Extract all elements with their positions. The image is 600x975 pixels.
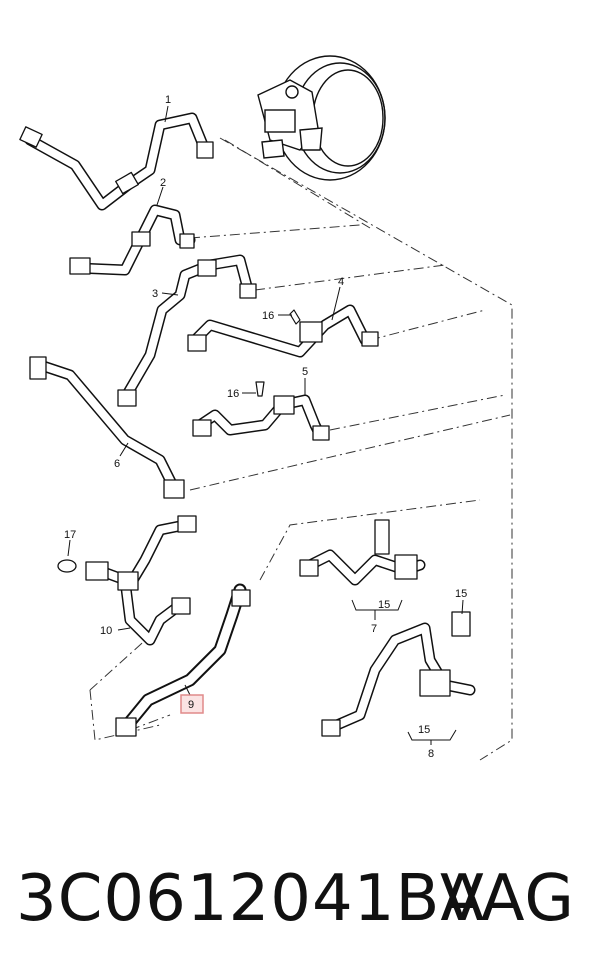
callout-7: 7 bbox=[371, 623, 377, 635]
callout-16a: 16 bbox=[262, 310, 274, 322]
callout-15b: 15 bbox=[455, 588, 467, 600]
callout-17: 17 bbox=[64, 529, 76, 541]
callout-1: 1 bbox=[165, 94, 171, 106]
callout-2: 2 bbox=[160, 177, 166, 189]
hose-9 bbox=[115, 583, 251, 737]
callout-5: 5 bbox=[302, 366, 308, 378]
hose-10 bbox=[57, 515, 197, 646]
callout-labels: 1 2 3 4 16 5 16 6 17 10 9 15 7 15 15 8 bbox=[64, 94, 467, 760]
hose-1 bbox=[19, 112, 214, 211]
callout-3: 3 bbox=[152, 288, 158, 300]
hose-2 bbox=[69, 204, 196, 276]
assembly-guide-lines bbox=[89, 137, 513, 761]
leader-lines bbox=[67, 105, 464, 745]
hose-7 bbox=[299, 519, 426, 586]
part-number-footer: 3C0612041BA VAG bbox=[0, 862, 600, 942]
hose-6 bbox=[29, 356, 185, 499]
vacuum-hose-diagram: 1 2 3 4 16 5 16 6 17 10 9 15 7 15 15 8 bbox=[19, 55, 513, 761]
callout-15a: 15 bbox=[378, 599, 390, 611]
callout-8: 8 bbox=[428, 748, 434, 760]
hose-8 bbox=[321, 611, 476, 737]
callout-10: 10 bbox=[100, 625, 112, 637]
brake-booster bbox=[257, 55, 386, 181]
part-number: 3C0612041BA bbox=[16, 862, 486, 936]
hose-4 bbox=[187, 304, 379, 358]
callout-15c: 15 bbox=[418, 724, 430, 736]
callout-4: 4 bbox=[338, 276, 344, 288]
hose-5 bbox=[192, 381, 330, 441]
highlight-box-9 bbox=[180, 694, 204, 714]
callout-9: 9 bbox=[188, 699, 194, 711]
callout-6: 6 bbox=[114, 458, 120, 470]
hose-3 bbox=[117, 254, 257, 407]
brand-name: VAG bbox=[440, 862, 575, 936]
callout-16b: 16 bbox=[227, 388, 239, 400]
